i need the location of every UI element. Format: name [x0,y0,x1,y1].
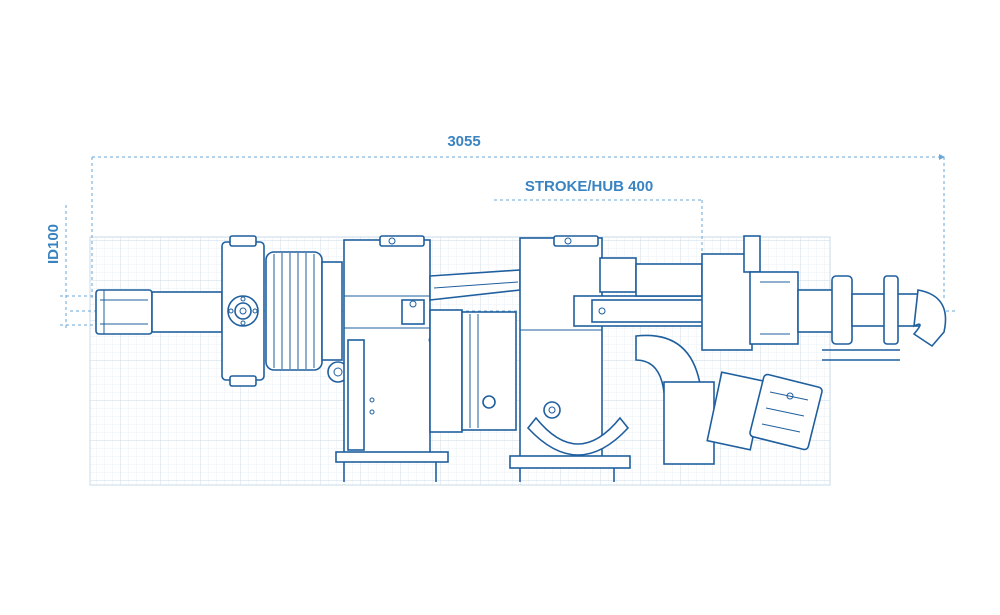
overall-length-label: 3055 [447,133,480,150]
dimension-inner-diameter: ID100 [45,205,95,330]
outlet-pipe [797,275,947,361]
gear-disk [429,309,517,433]
gearbox-housing [335,235,449,482]
left-shaft [95,289,223,335]
flange-block [221,235,265,387]
curved-bracket [526,401,630,456]
inner-diameter-label: ID100 [45,224,62,264]
machine [95,235,947,482]
stroke-label: STROKE/HUB 400 [525,178,653,195]
cylinder-body [635,235,799,351]
ribbed-drum [265,251,349,383]
dimension-overall: 3055 [91,133,945,300]
hydraulic-motor [635,334,823,465]
dimension-stroke: STROKE/HUB 400 [494,178,703,300]
